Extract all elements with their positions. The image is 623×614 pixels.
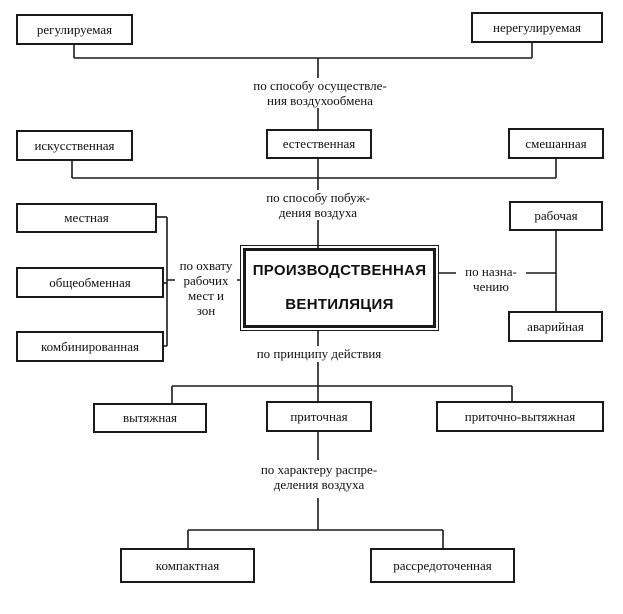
node-dispersed: рассредоточенная <box>370 548 515 583</box>
label-air-drive-line1: по способу побуж- <box>266 190 370 205</box>
label-coverage: по охвату рабочих мест и зон <box>175 258 237 318</box>
node-supply-exhaust: приточно-вытяжная <box>436 401 604 432</box>
node-exhaust: вытяжная <box>93 403 207 433</box>
label-air-exchange-line1: по способу осуществле- <box>253 78 387 93</box>
label-air-drive-line2: дения воздуха <box>278 205 358 220</box>
node-artificial-label: искусственная <box>34 137 115 153</box>
node-general-label: общеобменная <box>49 274 131 290</box>
node-working-label: рабочая <box>534 208 578 223</box>
label-coverage-line3: мест и <box>188 288 224 303</box>
node-local-label: местная <box>64 210 109 225</box>
node-regulated: регулируемая <box>16 14 133 45</box>
node-general: общеобменная <box>16 267 164 298</box>
label-air-drive: по способу побуж- дения воздуха <box>256 190 380 220</box>
label-principle-text: по принципу действия <box>256 346 382 361</box>
label-distribution-line1: по характеру распре- <box>260 462 378 477</box>
node-combined-label: комбинированная <box>40 338 140 354</box>
node-artificial: искусственная <box>16 130 133 161</box>
node-mixed-label: смешанная <box>525 135 587 151</box>
central-node: ПРОИЗВОДСТВЕННАЯ ВЕНТИЛЯЦИЯ <box>240 245 439 331</box>
label-air-exchange: по способу осуществле- ния воздухообмена <box>242 78 398 108</box>
node-unregulated-label: нерегулируемая <box>492 19 582 35</box>
node-supply-exhaust-label: приточно-вытяжная <box>464 408 576 424</box>
label-purpose-line1: по назна- <box>465 264 517 279</box>
central-node-line1: ПРОИЗВОДСТВЕННАЯ <box>252 262 427 279</box>
node-working: рабочая <box>509 201 603 231</box>
node-exhaust-label: вытяжная <box>122 410 178 425</box>
node-supply-label: приточная <box>290 408 348 424</box>
label-principle: по принципу действия <box>250 346 388 361</box>
node-supply: приточная <box>266 401 372 432</box>
node-combined: комбинированная <box>16 331 164 362</box>
central-node-line2: ВЕНТИЛЯЦИЯ <box>285 296 394 313</box>
node-unregulated: нерегулируемая <box>471 12 603 43</box>
label-air-exchange-line2: ния воздухообмена <box>267 93 373 108</box>
label-coverage-line1: по охвату <box>179 258 233 273</box>
node-regulated-label: регулируемая <box>36 21 113 37</box>
node-emergency-label: аварийная <box>527 318 584 334</box>
node-emergency: аварийная <box>508 311 603 342</box>
label-purpose: по назна- чению <box>456 264 526 294</box>
label-coverage-line2: рабочих <box>183 273 229 288</box>
node-natural-label: естественная <box>282 136 356 151</box>
label-coverage-line4: зон <box>196 303 216 318</box>
label-distribution-line2: деления воздуха <box>273 477 365 492</box>
node-dispersed-label: рассредоточенная <box>393 557 492 573</box>
node-local: местная <box>16 203 157 233</box>
node-compact-label: компактная <box>155 557 220 573</box>
label-distribution: по характеру распре- деления воздуха <box>248 462 390 492</box>
node-mixed: смешанная <box>508 128 604 159</box>
node-natural: естественная <box>266 129 372 159</box>
label-purpose-line2: чению <box>473 279 509 294</box>
node-compact: компактная <box>120 548 255 583</box>
